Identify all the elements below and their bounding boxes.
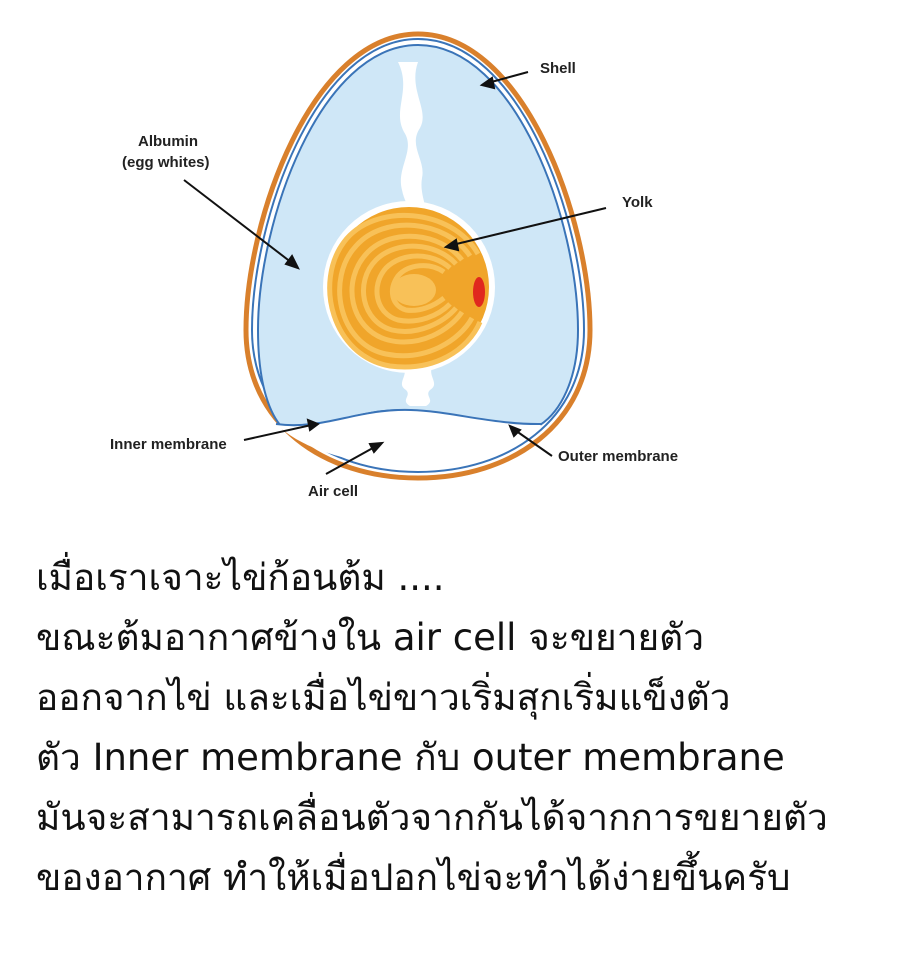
pointer-arrows [183,71,607,475]
caption-text: เมื่อเราเจาะไข่ก้อนต้ม .... ขณะต้มอากาศข… [36,548,920,908]
albumin-pointer [183,179,297,267]
label-albumin: Albumin [138,133,198,150]
chalaza-top [398,62,426,210]
yolk-pointer [447,207,607,247]
label-air-cell: Air cell [308,483,358,500]
air-cell-pointer [325,443,381,475]
label-albumin-sub: (egg whites) [122,154,210,171]
caption-line-4: ตัว Inner membrane กับ outer membrane [36,736,785,779]
caption-line-1: เมื่อเราเจาะไข่ก้อนต้ม .... [36,556,445,599]
air-cell [276,409,542,466]
label-yolk: Yolk [622,194,653,211]
caption-line-2: ขณะต้มอากาศข้างใน air cell จะขยายตัว [36,616,704,659]
inner-membrane-pointer [243,423,317,441]
yolk-rings [327,212,483,370]
latebra [392,274,436,306]
chalaza-bottom [401,368,435,406]
egg-anatomy-diagram: Shell Albumin (egg whites) Yolk Inner me… [110,31,678,500]
germinal-disc [473,277,485,307]
label-outer-membrane: Outer membrane [558,448,678,465]
caption-line-5: มันจะสามารถเคลื่อนตัวจากกันได้จากการขยาย… [36,796,828,839]
label-inner-membrane: Inner membrane [110,436,227,453]
label-shell: Shell [540,60,576,77]
caption-line-3: ออกจากไข่ และเมื่อไข่ขาวเริ่มสุกเริ่มแข็… [36,676,731,719]
caption-line-6: ของอากาศ ทำให้เมื่อปอกไข่จะทำได้ง่ายขึ้น… [36,856,791,899]
outer-membrane [250,37,586,474]
